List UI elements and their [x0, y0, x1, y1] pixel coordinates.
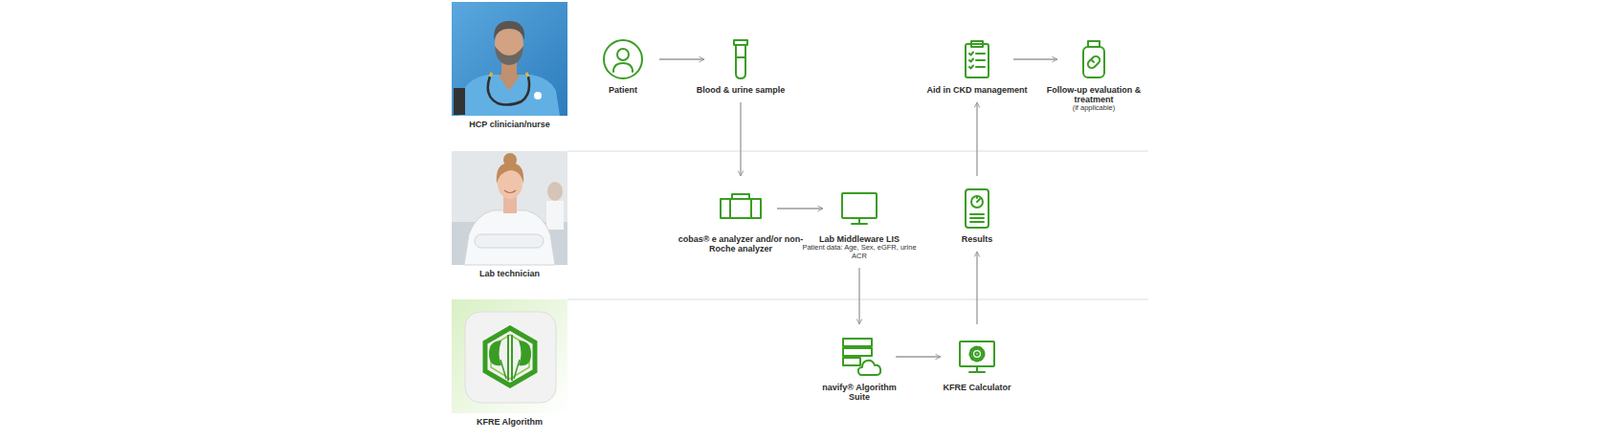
node-label: Lab Middleware LIS	[795, 234, 925, 245]
node-label-group: Results	[929, 234, 1025, 245]
server-cloud-icon	[843, 338, 881, 376]
node-label: Patient	[575, 85, 671, 95]
monitor-icon	[842, 193, 877, 224]
node-label-group: cobas® e analyzer and/or non-Roche analy…	[676, 234, 806, 254]
flow-arrow	[895, 355, 941, 357]
node-label: Follow-up evaluation & treatment	[1044, 85, 1144, 105]
role-node: HCP clinician/nurse	[451, 1, 568, 116]
node-label-group: navify® Algorithm Suite	[821, 382, 898, 402]
node-label: Aid in CKD management	[910, 85, 1045, 95]
step-node: navify® Algorithm Suite	[836, 333, 883, 380]
node-label: Lab technician	[443, 268, 578, 279]
node-label-group: KFRE Algorithm	[443, 417, 578, 427]
step-node: Follow-up evaluation & treatment(if appl…	[1070, 36, 1117, 83]
flow-arrow	[976, 251, 978, 325]
clipboard-icon	[965, 41, 989, 78]
step-node: Results	[954, 185, 1000, 232]
node-label-group: Blood & urine sample	[678, 85, 803, 95]
lane-divider	[567, 151, 1149, 153]
kfre-app-icon	[451, 299, 568, 414]
role-node: Lab technician	[451, 151, 568, 266]
node-label: navify® Algorithm Suite	[821, 382, 898, 402]
role-node: KFRE Algorithm	[451, 299, 568, 414]
node-label: KFRE Algorithm	[443, 417, 578, 427]
calculator-monitor-icon	[959, 341, 995, 373]
flow-arrow	[777, 207, 823, 209]
node-label-group: Lab technician	[443, 268, 578, 279]
node-label-group: Patient	[575, 85, 671, 95]
node-label-group: Follow-up evaluation & treatment(if appl…	[1044, 85, 1144, 113]
lab-technician-photo	[451, 151, 568, 266]
analyzer-icon	[720, 194, 761, 219]
step-node: Patient	[600, 36, 646, 83]
flow-arrow	[858, 267, 860, 325]
results-tablet-icon	[965, 189, 989, 228]
sample-tube-icon	[733, 40, 748, 79]
node-label: cobas® e analyzer and/or non-Roche analy…	[676, 234, 806, 254]
clinician-photo	[451, 1, 568, 116]
step-node: Aid in CKD management	[954, 36, 1000, 83]
step-node: KFRE Calculator	[954, 333, 1000, 380]
medicine-bottle-icon	[1083, 41, 1105, 78]
flow-arrow	[1013, 58, 1058, 60]
node-label-group: HCP clinician/nurse	[443, 119, 578, 130]
node-label-group: KFRE Calculator	[929, 382, 1025, 393]
lane-divider	[567, 299, 1149, 301]
node-label: HCP clinician/nurse	[443, 119, 578, 130]
flow-arrow	[976, 102, 978, 177]
node-sublabel: (if applicable)	[1044, 104, 1144, 113]
step-node: Blood & urine sample	[717, 36, 764, 83]
step-node: Lab Middleware LISPatient data: Age, Sex…	[836, 185, 883, 232]
node-label-group: Aid in CKD management	[910, 85, 1045, 95]
node-label: Blood & urine sample	[678, 85, 803, 95]
step-node: cobas® e analyzer and/or non-Roche analy…	[717, 185, 764, 232]
node-label-group: Lab Middleware LISPatient data: Age, Sex…	[795, 234, 925, 261]
node-sublabel: Patient data: Age, Sex, eGFR, urine ACR	[795, 244, 925, 261]
flow-arrow	[739, 102, 741, 177]
node-label: Results	[929, 234, 1025, 245]
flow-arrow	[659, 58, 705, 60]
patient-icon	[603, 40, 643, 79]
node-label: KFRE Calculator	[929, 382, 1025, 393]
